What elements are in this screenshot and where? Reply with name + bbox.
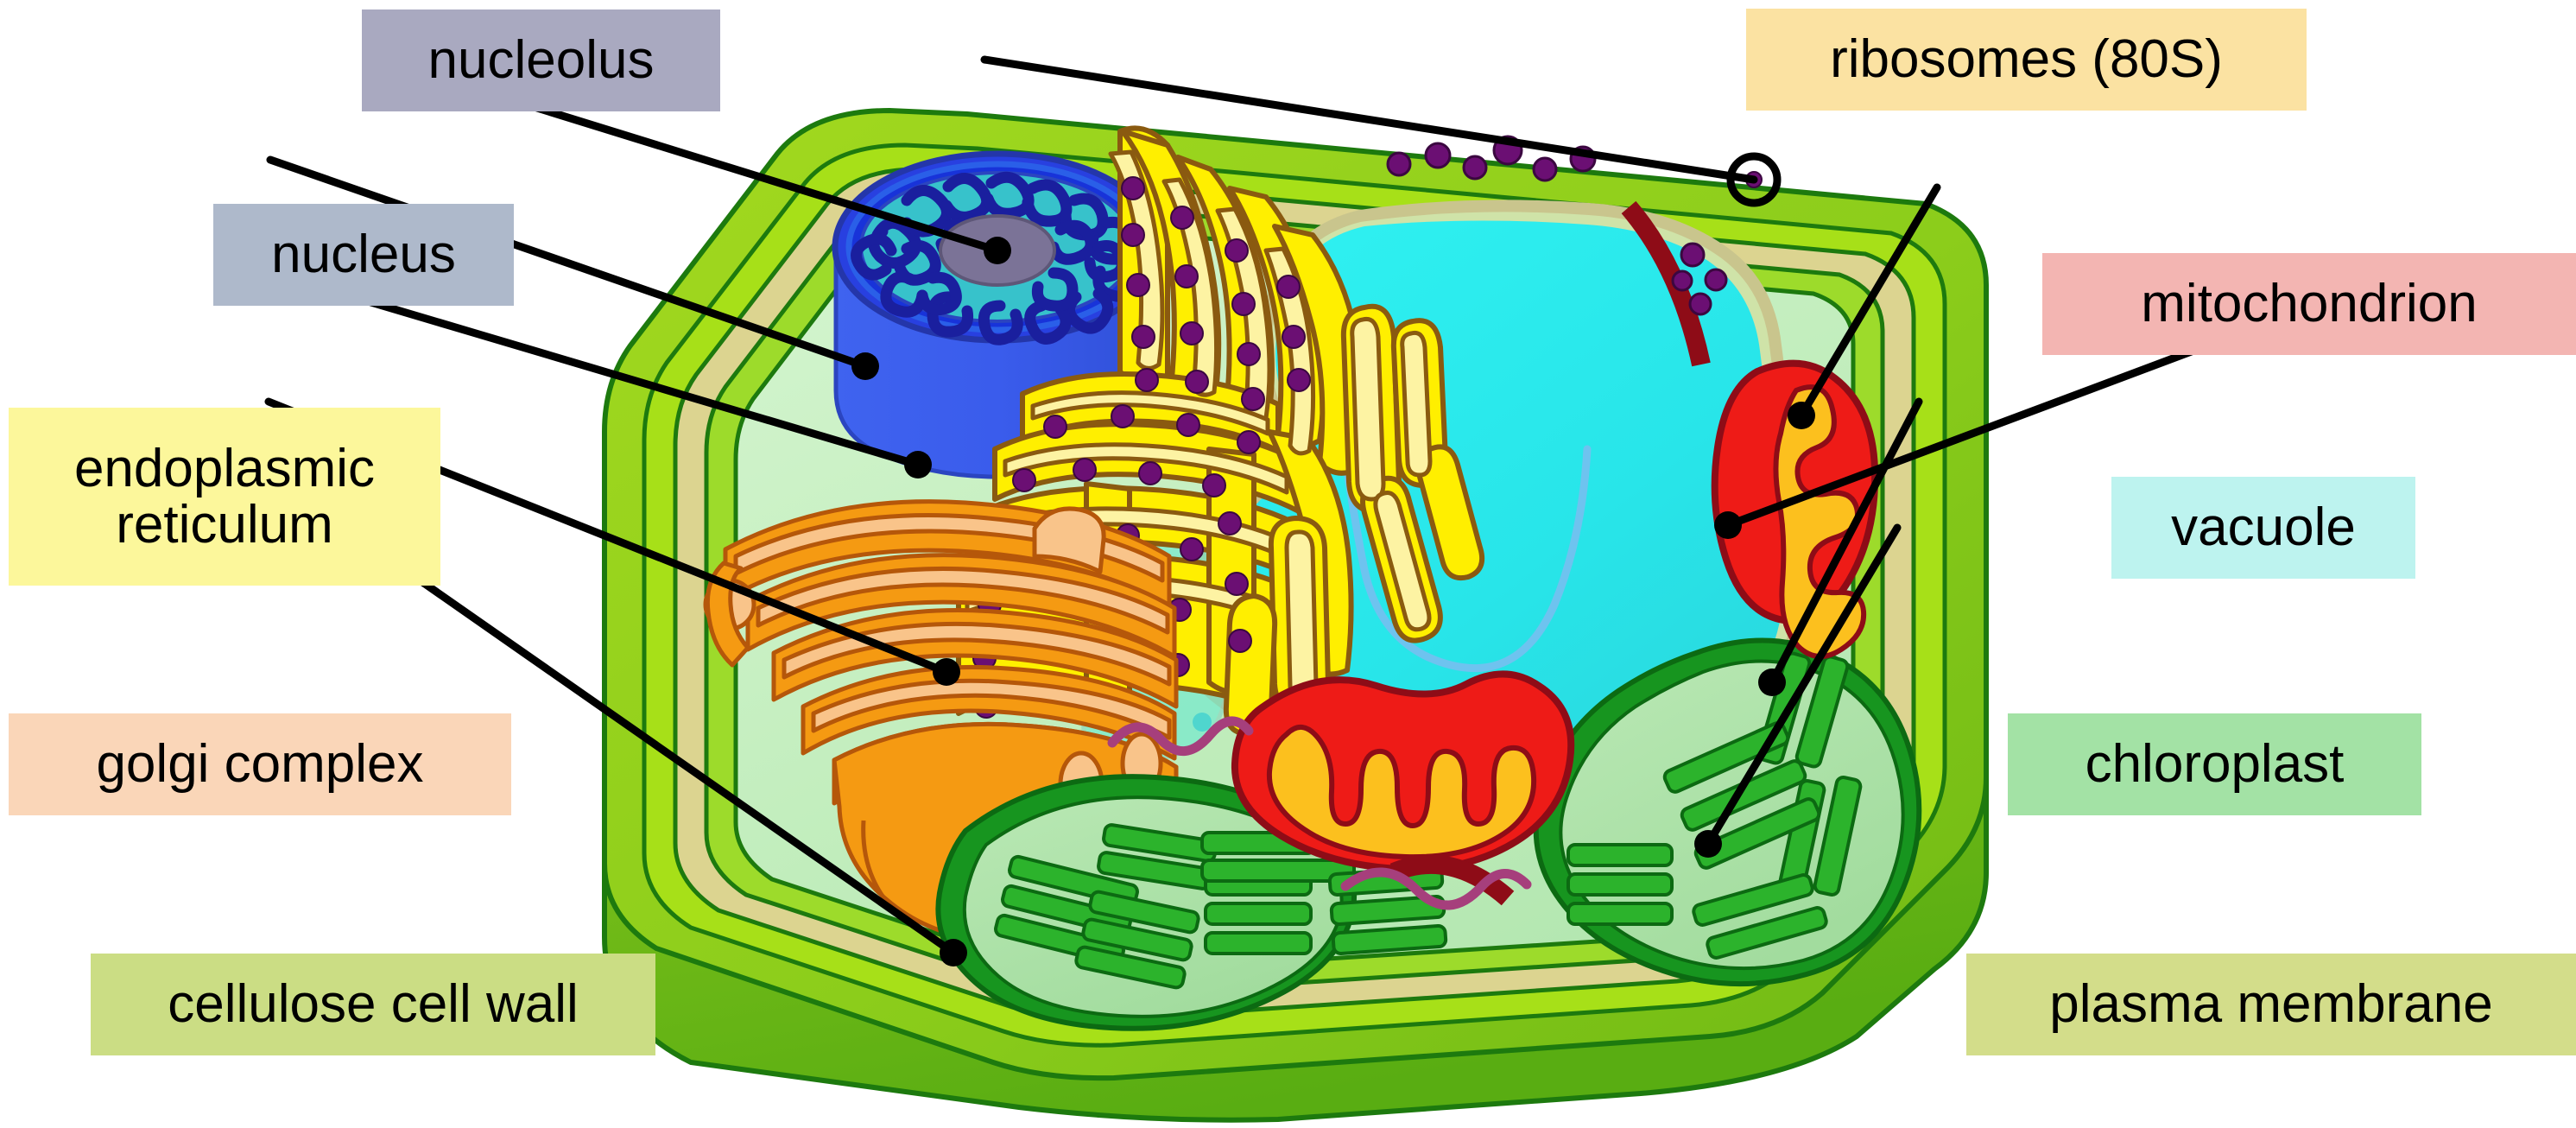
label-chloroplast[interactable]: chloroplast	[2008, 713, 2421, 815]
cristae	[1266, 725, 1537, 860]
vacuole-lobe-dot	[1193, 713, 1212, 732]
label-mitochondrion-text: mitochondrion	[2141, 274, 2478, 334]
leader-cellwall	[340, 523, 958, 957]
label-golgi-complex-text: golgi complex	[96, 734, 424, 795]
chloroplast	[935, 774, 1448, 1031]
label-nucleolus-text: nucleolus	[427, 30, 655, 91]
label-endoplasmic-reticulum[interactable]: endoplasmic reticulum	[9, 408, 440, 586]
leader-dot-golgi	[933, 658, 960, 686]
label-plasma-membrane-text: plasma membrane	[2049, 974, 2493, 1035]
leader-dot-chloroplast	[1758, 669, 1786, 696]
leader-dot-vacuole	[1714, 511, 1742, 539]
label-plasma-membrane[interactable]: plasma membrane	[1966, 954, 2576, 1055]
label-ribosomes[interactable]: ribosomes (80S)	[1746, 9, 2307, 111]
leader-dot-cellwall	[940, 939, 967, 966]
leader-dot-nucleus	[851, 352, 879, 380]
smooth-er-lumen	[1284, 316, 1433, 704]
label-cellulose-cell-wall[interactable]: cellulose cell wall	[91, 954, 655, 1055]
label-chloroplast-text: chloroplast	[2085, 734, 2345, 795]
label-nucleolus[interactable]: nucleolus	[362, 10, 720, 111]
label-cellulose-cell-wall-text: cellulose cell wall	[168, 974, 579, 1035]
label-ribosomes-text: ribosomes (80S)	[1830, 29, 2223, 90]
leader-plasma	[1704, 523, 1902, 848]
label-vacuole-text: vacuole	[2171, 497, 2356, 558]
granum	[994, 823, 1448, 990]
label-mitochondrion[interactable]: mitochondrion	[2042, 253, 2576, 355]
leader-dot-er	[904, 451, 932, 478]
label-endoplasmic-reticulum-text: endoplasmic reticulum	[73, 438, 376, 554]
label-nucleus-text: nucleus	[271, 225, 456, 285]
label-nucleus[interactable]: nucleus	[213, 204, 514, 306]
microtubule	[1340, 867, 1532, 910]
golgi-lumen	[756, 566, 1170, 635]
rod-body	[1389, 854, 1515, 906]
leader-mitochondrion	[1797, 183, 1941, 420]
label-golgi-complex[interactable]: golgi complex	[9, 713, 511, 815]
leader-ribosomes	[980, 55, 1758, 184]
leader-dot-plasma	[1694, 830, 1722, 858]
microtubule	[1107, 716, 1254, 757]
leader-dot-nucleolus	[984, 237, 1011, 264]
golgi-lumen	[782, 621, 1172, 687]
mitochondrion	[1231, 670, 1575, 873]
leader-dot-mitochondrion	[1788, 402, 1815, 429]
leader-chloroplast	[1768, 397, 1923, 687]
label-vacuole[interactable]: vacuole	[2111, 477, 2415, 579]
granum	[1566, 651, 1863, 960]
leader-dots	[851, 237, 1815, 966]
leader-nucleus	[266, 155, 870, 371]
golgi-tubule	[1032, 506, 1106, 574]
